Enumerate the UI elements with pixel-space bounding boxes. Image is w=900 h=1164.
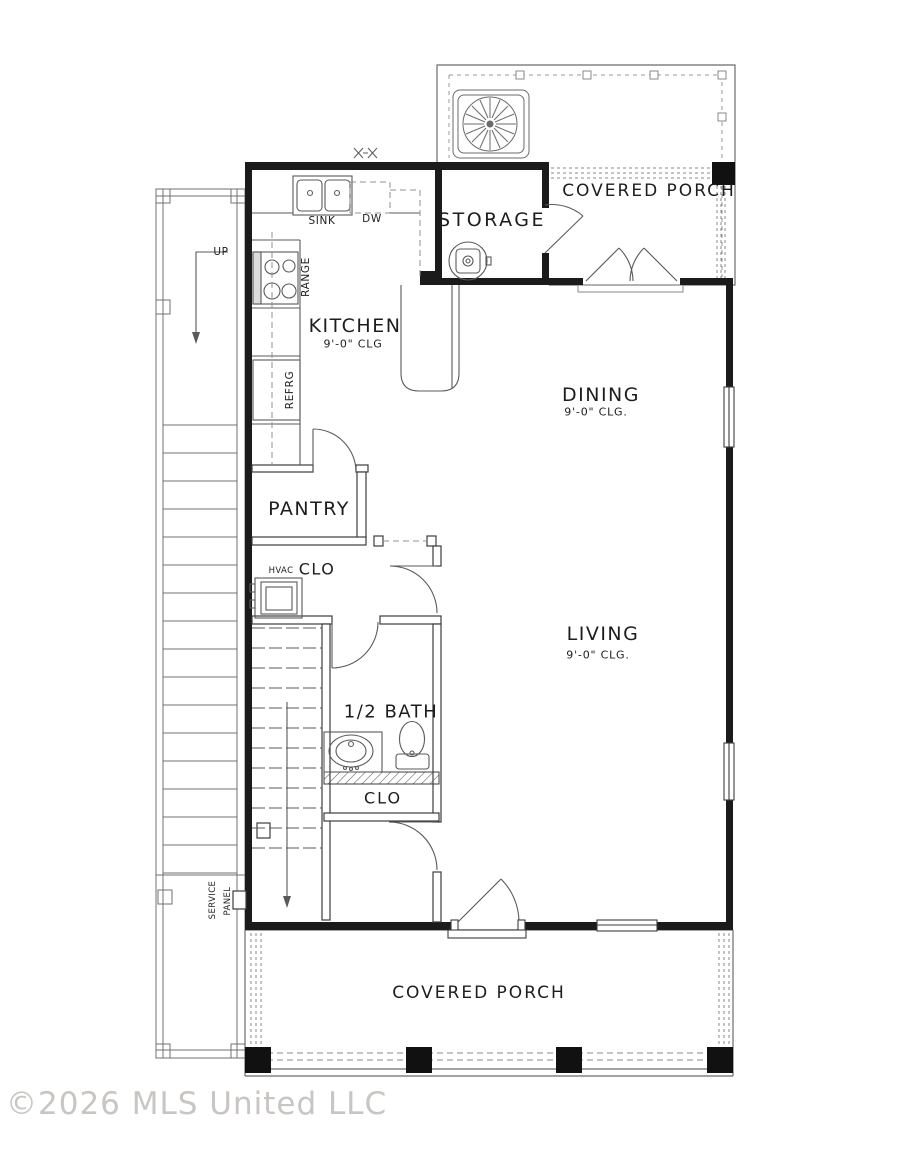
kitchen-ceiling-label: 9'-0" CLG [323,337,383,351]
water-heater [448,241,492,281]
hvac-label: HVAC [268,566,294,576]
dishwasher-label: DW [362,213,382,225]
utility-marker [353,147,378,159]
porch-posts [245,1047,733,1073]
bath-fixtures [323,720,430,773]
stairs-up-label: UP [213,246,229,258]
ceiling-fan [452,89,530,159]
service-panel-label-line2: PANEL [223,886,233,916]
living-label: LIVING [566,623,640,645]
closet-shelf-hatch [323,771,440,785]
hvac-closet-label: CLO [298,559,336,579]
kitchen-fixtures [252,175,460,465]
rear-porch [436,64,736,293]
kitchen-label: KITCHEN [308,315,402,337]
storage-label: STORAGE [438,209,546,231]
exterior-stair-structure [155,188,246,1059]
refrigerator-label: REFRG [284,370,296,410]
interior-stair-arrow [283,702,291,908]
front-porch [244,929,734,1077]
rear-porch-label: COVERED PORCH [562,181,736,201]
front-porch-label: COVERED PORCH [392,983,566,1003]
dining-label: DINING [562,384,640,406]
half-bath-label: 1/2 BATH [343,701,439,723]
kitchen-dashed-cabinets [271,181,427,542]
watermark: ©2026 MLS United LLC [6,1086,388,1122]
sink-label: SINK [308,215,336,227]
exterior-walls [245,162,733,930]
range-label: RANGE [300,257,312,297]
interior-walls [232,464,442,923]
service-panel-label-line1: SERVICE [208,880,218,920]
doors [312,203,678,923]
living-ceiling-label: 9'-0" CLG. [566,648,630,662]
pantry-label: PANTRY [268,498,350,520]
windows [596,386,735,932]
hvac-unit [249,577,303,619]
dining-ceiling-label: 9'-0" CLG. [564,405,628,419]
porch-post [712,162,735,185]
door-jambs [447,919,527,939]
stair-up-arrow [192,251,228,344]
hall-closet-label: CLO [363,788,403,808]
